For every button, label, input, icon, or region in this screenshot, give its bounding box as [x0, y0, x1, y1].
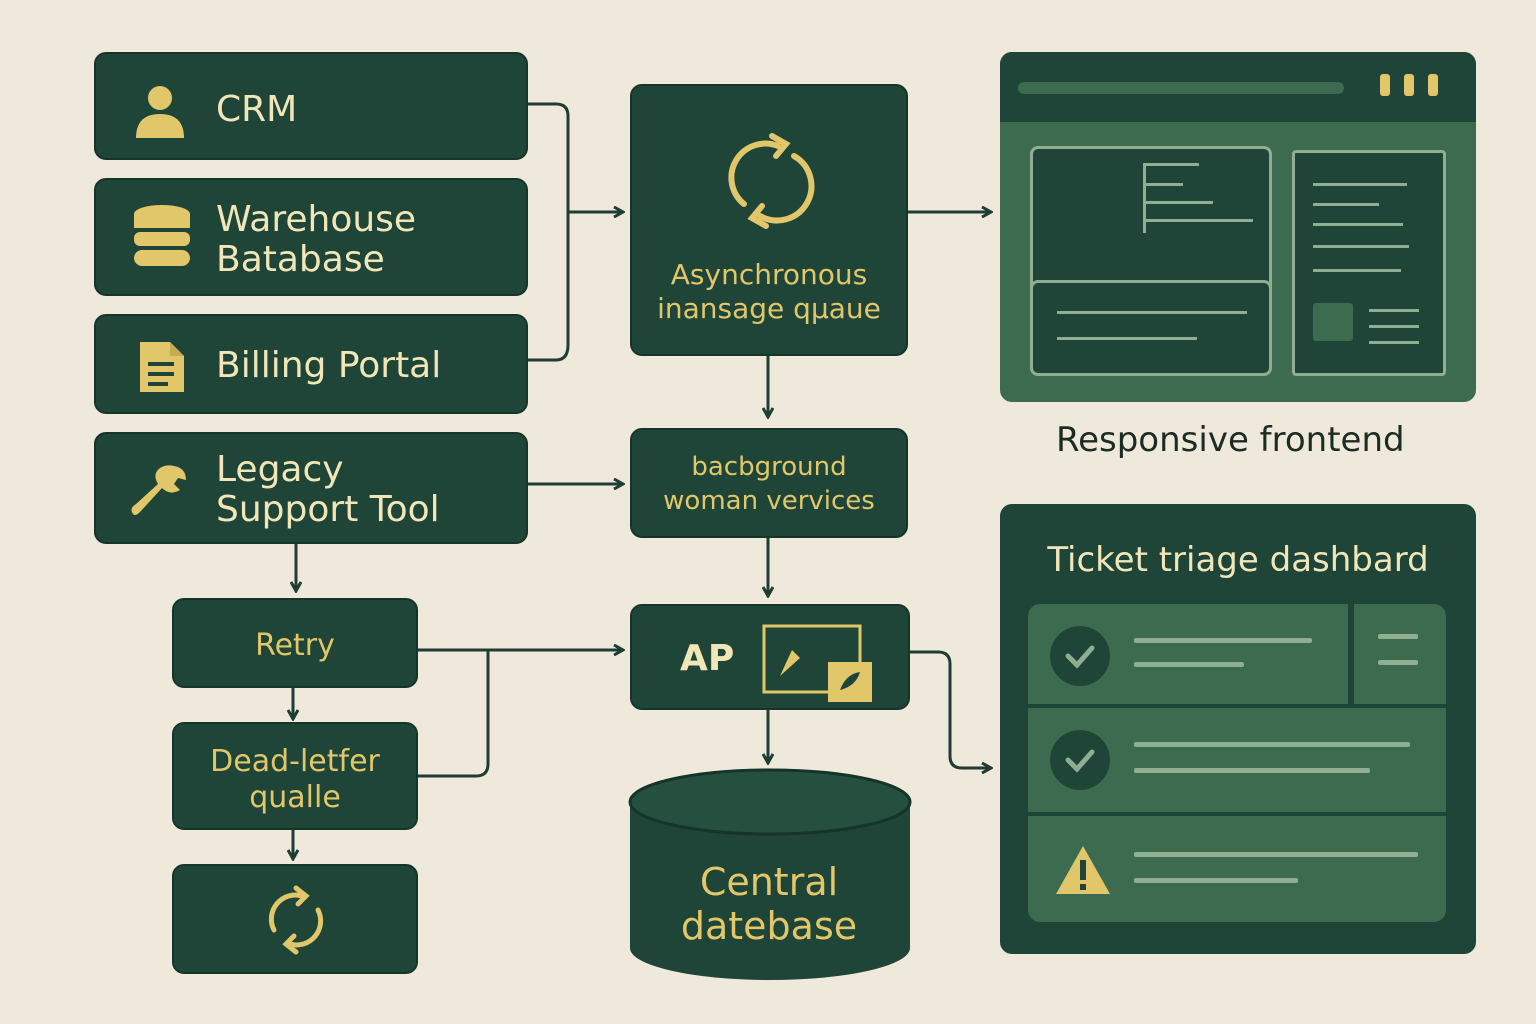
frontend-sidebar-line — [1369, 309, 1419, 312]
frontend-caption: Responsive frontend — [1056, 420, 1405, 460]
dashboard-row[interactable] — [1028, 816, 1446, 922]
legacy-node: Legacy Support Tool — [94, 432, 528, 544]
check-icon — [1050, 626, 1110, 686]
frontend-sidebar-line — [1369, 341, 1419, 344]
responsive-frontend-mockup — [1000, 52, 1476, 402]
dashboard-list — [1028, 604, 1446, 922]
dashboard-title: Ticket triage dashbard — [1047, 540, 1429, 580]
queue-label-line2: inansage qµaue — [657, 292, 881, 325]
api-label: AP — [680, 638, 735, 679]
wrench-icon — [131, 465, 186, 515]
frontend-card-line — [1143, 219, 1253, 222]
frontend-sidebar-line — [1313, 245, 1409, 248]
frontend-thumbnail — [1313, 303, 1353, 341]
queue-label-line1: Asynchronous — [670, 258, 868, 291]
frontend-sidebar-line — [1313, 269, 1401, 272]
frontend-card-line — [1143, 163, 1199, 166]
frontend-card-line — [1143, 201, 1213, 204]
dashboard-row-line — [1134, 878, 1298, 883]
dashboard-row-divider — [1348, 604, 1354, 708]
frontend-sidebar-line — [1313, 223, 1403, 226]
dashboard-row[interactable] — [1028, 708, 1446, 816]
frontend-sidebar-line — [1313, 183, 1407, 186]
api-node: AP — [630, 604, 910, 710]
dead-letter-label-line2: qualle — [249, 780, 341, 815]
dead-letter-label-line1: Dead-letfer — [210, 744, 380, 779]
database-icon — [134, 205, 190, 266]
frontend-card-line — [1143, 183, 1183, 186]
background-label-line2: woman vervices — [663, 486, 875, 516]
central-db-label-line1: Central — [699, 860, 839, 904]
billing-label: Billing Portal — [216, 345, 442, 386]
window-dot-3 — [1428, 74, 1438, 96]
dashboard-row[interactable] — [1028, 604, 1446, 708]
sync-icon — [268, 885, 324, 955]
retry-label: Retry — [255, 628, 335, 663]
legacy-label-line1: Legacy — [216, 449, 344, 490]
user-icon — [136, 86, 184, 138]
crm-label: CRM — [216, 89, 298, 130]
frontend-sidebar-line — [1369, 325, 1419, 328]
warehouse-node: Warehouse Batabase — [94, 178, 528, 296]
async-queue-node: Asynchronous inansage qµaue — [630, 84, 908, 356]
retry-node: Retry — [172, 598, 418, 688]
dashboard-row-line — [1134, 638, 1312, 643]
frontend-sidebar — [1292, 150, 1446, 376]
check-icon — [1050, 730, 1110, 790]
crm-node: CRM — [94, 52, 528, 160]
api-window-icon — [762, 624, 872, 702]
background-services-node: bacbground woman vervices — [630, 428, 908, 538]
warehouse-label-line1: Warehouse — [216, 199, 417, 240]
dashboard-row-line — [1134, 852, 1418, 857]
document-icon — [140, 342, 184, 392]
dead-letter-node: Dead-letfer qualle — [172, 722, 418, 830]
frontend-card-line — [1057, 337, 1197, 340]
legacy-label-line2: Support Tool — [216, 489, 440, 530]
frontend-card-line — [1057, 311, 1247, 314]
frontend-sidebar-line — [1313, 203, 1379, 206]
frontend-card-top — [1030, 146, 1272, 298]
ticket-triage-dashboard: Ticket triage dashbard — [1000, 504, 1476, 954]
frontend-card-bottom — [1030, 280, 1272, 376]
dashboard-row-line — [1378, 660, 1418, 665]
dashboard-row-line — [1134, 662, 1244, 667]
frontend-card-rule — [1143, 163, 1146, 233]
window-dot-1 — [1380, 74, 1390, 96]
warning-icon — [1056, 846, 1110, 894]
dashboard-row-line — [1134, 742, 1410, 747]
warehouse-label-line2: Batabase — [216, 239, 385, 280]
background-label-line1: bacbground — [691, 452, 847, 482]
dashboard-row-line — [1134, 768, 1370, 773]
window-dot-2 — [1404, 74, 1414, 96]
dashboard-row-line — [1378, 634, 1418, 639]
central-database-cylinder — [628, 768, 912, 980]
retry-loop-node — [172, 864, 418, 974]
sync-icon — [728, 133, 815, 229]
billing-node: Billing Portal — [94, 314, 528, 414]
central-db-label-line2: datebase — [680, 904, 858, 948]
frontend-address-bar — [1018, 82, 1344, 94]
